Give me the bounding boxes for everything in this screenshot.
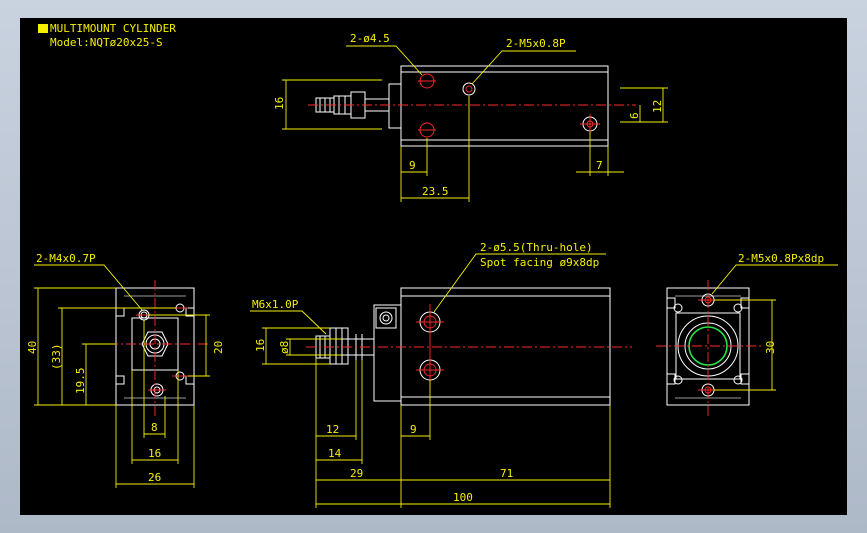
dim-top-7: 7 — [596, 159, 603, 172]
dim-mid-71: 71 — [500, 467, 513, 480]
dim-top-12: 12 — [651, 100, 664, 113]
side-body-outline — [400, 287, 611, 406]
callout-top-holes: 2-ø4.5 — [350, 32, 390, 45]
title-block: MULTIMOUNT CYLINDER Model:NQTø20x25-S — [38, 22, 176, 49]
dim-top-16: 16 — [273, 97, 286, 110]
right-end-view: 2-M5x0.8Px8dp 30 — [656, 252, 838, 416]
dim-top-9: 9 — [409, 159, 416, 172]
dim-top-6: 6 — [628, 112, 641, 119]
title-marker-icon — [38, 24, 48, 33]
dim-left-26: 26 — [148, 471, 161, 484]
dim-left-40: 40 — [26, 341, 39, 354]
title-line-1: MULTIMOUNT CYLINDER — [50, 22, 176, 35]
dim-mid-16: 16 — [254, 339, 267, 352]
dim-left-16: 16 — [148, 447, 161, 460]
cad-drawing: MULTIMOUNT CYLINDER Model:NQTø20x25-S — [26, 22, 838, 508]
dim-mid-8: ø8 — [278, 341, 291, 354]
dim-left-33: (33) — [50, 344, 63, 371]
dim-mid-14: 14 — [328, 447, 342, 460]
dim-mid-9: 9 — [410, 423, 417, 436]
top-view: 2-ø4.5 2-M5x0.8P 16 12 6 9 23.5 7 — [273, 32, 668, 202]
callout-thru-hole-2: Spot facing ø9x8dp — [480, 256, 599, 269]
dim-left-8: 8 — [151, 421, 158, 434]
dim-mid-12: 12 — [326, 423, 339, 436]
callout-top-ports: 2-M5x0.8P — [506, 37, 566, 50]
callout-right-threads: 2-M5x0.8Px8dp — [738, 252, 824, 265]
dim-top-23-5: 23.5 — [422, 185, 449, 198]
callout-left-threads: 2-M4x0.7P — [36, 252, 96, 265]
dim-mid-100: 100 — [453, 491, 473, 504]
dim-left-20: 20 — [212, 341, 225, 354]
drawing-canvas: MULTIMOUNT CYLINDER Model:NQTø20x25-S — [20, 18, 847, 515]
dim-left-19-5: 19.5 — [74, 368, 87, 395]
left-end-view: 2-M4x0.7P 40 (33) 19.5 20 8 16 26 — [26, 252, 225, 488]
callout-rod-thread: M6x1.0P — [252, 298, 299, 311]
dim-mid-29: 29 — [350, 467, 363, 480]
top-body-outline — [400, 65, 609, 147]
dim-right-30: 30 — [764, 341, 777, 354]
callout-thru-hole-1: 2-ø5.5(Thru-hole) — [480, 241, 593, 254]
title-line-2: Model:NQTø20x25-S — [50, 36, 163, 49]
port-icon — [462, 82, 476, 96]
side-view: 2-ø5.5(Thru-hole) Spot facing ø9x8dp M6x… — [250, 241, 632, 508]
